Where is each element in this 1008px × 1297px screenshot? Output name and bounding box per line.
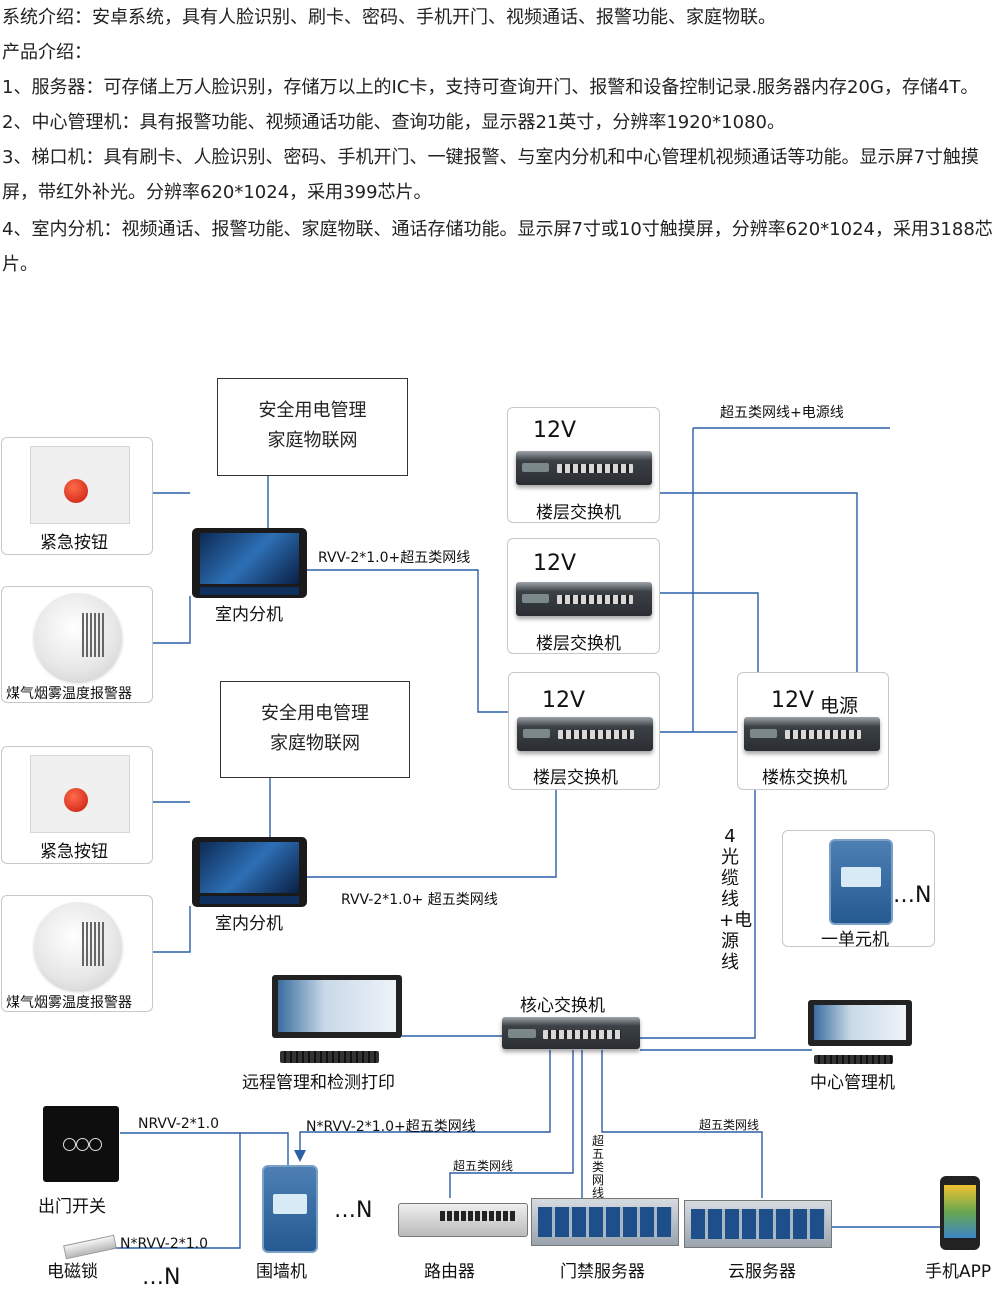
line-core-cloud [601, 1050, 763, 1198]
floor-switch-label: 楼层交换机 [536, 634, 621, 654]
line-core-wall [299, 1050, 551, 1150]
gas-alarm-image [34, 593, 122, 681]
emergency-button-label: 紧急按钮 [40, 842, 108, 862]
top-cable-label: 超五类网线+电源线 [720, 405, 844, 421]
floor-switch-voltage: 12V [542, 688, 586, 713]
iot-box-line2: 家庭物联网 [267, 430, 358, 451]
unit-door-label: 一单元机 [821, 930, 889, 950]
router-label: 路由器 [424, 1262, 475, 1282]
cable-cloud-label: 超五类网线 [699, 1118, 760, 1132]
iot-box-2: 安全用电管理 家庭物联网 [220, 681, 410, 778]
cloud-server-label: 云服务器 [728, 1262, 796, 1282]
emergency-button-image [30, 446, 130, 524]
line-indoor1-floor3 [307, 569, 510, 713]
remote-pc-label: 远程管理和检测打印 [242, 1073, 395, 1093]
emergency-button-card-1: 紧急按钮 [1, 437, 153, 555]
iot-box-line1: 安全用电管理 [258, 400, 367, 421]
unit-door-ellipsis: …N [893, 883, 932, 908]
cable-access-label: 超五类网线 [591, 1134, 604, 1200]
line-indoor2-floor3 [307, 790, 557, 878]
intro-line-product-heading: 产品介绍： [2, 42, 92, 63]
building-switch-power: 电源 [820, 695, 859, 717]
center-pc-image [808, 1000, 912, 1064]
maglock-ellipsis: …N [142, 1265, 181, 1290]
line-floor2-building [660, 592, 759, 672]
line-alarm1-indoor1 [153, 596, 191, 644]
intro-line-server: 1、服务器：可存储上万人脸识别，存储万以上的IC卡，支持可查询开门、报警和设备控… [2, 77, 979, 98]
building-switch-voltage: 12V [771, 688, 815, 713]
unit-door-image [829, 839, 893, 925]
building-switch-card: 12V 电源 楼栋交换机 [737, 672, 889, 790]
wall-unit-image [262, 1165, 318, 1253]
gas-alarm-card-2: 煤气烟雾温度报警器 [1, 895, 153, 1012]
line-floor1-building [660, 492, 858, 672]
wall-unit-ellipsis: …N [334, 1198, 373, 1223]
remote-pc-image [272, 975, 402, 1063]
switch-image [516, 451, 652, 485]
unit-door-card: …N 一单元机 [782, 830, 935, 950]
intro-text: 系统介绍：安卓系统，具有人脸识别、刷卡、密码、手机开门、视频通话、报警功能、家庭… [2, 0, 1006, 282]
floor-switch-card-2: 12V 楼层交换机 [507, 538, 660, 654]
cable-nrvv-label: NRVV-2*1.0 [138, 1116, 219, 1132]
phone-app-label: 手机APP [925, 1262, 992, 1282]
emergency-button-label: 紧急按钮 [40, 533, 108, 553]
iot-box-line2: 家庭物联网 [270, 733, 360, 754]
cable-nrvv-net-label: N*RVV-2*1.0+超五类网线 [306, 1119, 476, 1135]
intro-line-center: 2、中心管理机：具有报警功能、视频通话功能、查询功能，显示器21英寸，分辨率19… [2, 112, 785, 133]
wall-unit-label: 围墙机 [256, 1262, 307, 1282]
line-fiber [640, 790, 756, 1039]
maglock-label: 电磁锁 [47, 1262, 98, 1282]
floor-switch-card-3: 12V 楼层交换机 [508, 672, 660, 790]
fiber-cable-label: 4光缆线+电源线 [719, 826, 753, 973]
center-pc-label: 中心管理机 [810, 1073, 895, 1093]
line-core-router [449, 1050, 574, 1198]
iot-box-line1: 安全用电管理 [261, 703, 369, 724]
line-exit-wall [120, 1132, 289, 1165]
intro-line-door-unit: 3、梯口机：具有刷卡、人脸识别、密码、手机开门、一键报警、与室内分机和中心管理机… [2, 147, 979, 203]
cable-label-1: RVV-2*1.0+超五类网线 [318, 550, 471, 566]
switch-image [744, 717, 880, 751]
iot-box-1: 安全用电管理 家庭物联网 [217, 378, 408, 476]
building-switch-label: 楼栋交换机 [762, 768, 847, 788]
line-alarm2-indoor2 [153, 906, 191, 953]
access-server-image [531, 1198, 679, 1246]
indoor-unit-label-1: 室内分机 [215, 605, 283, 625]
emergency-button-card-2: 紧急按钮 [1, 746, 153, 864]
switch-image [517, 717, 653, 751]
switch-image [516, 582, 652, 616]
cable-maglock-label: N*RVV-2*1.0 [120, 1236, 208, 1252]
phone-app-image [940, 1176, 980, 1250]
gas-alarm-label: 煤气烟雾温度报警器 [6, 686, 132, 702]
exit-switch-image [43, 1106, 119, 1182]
indoor-unit-image-1 [192, 528, 307, 598]
gas-alarm-card-1: 煤气烟雾温度报警器 [1, 586, 153, 703]
emergency-button-image [30, 755, 130, 833]
intro-line-indoor-unit: 4、室内分机：视频通话、报警功能、家庭物联、通话存储功能。显示屏7寸或10寸触摸… [2, 219, 993, 275]
indoor-unit-label-2: 室内分机 [215, 914, 283, 934]
floor-switch-voltage: 12V [533, 418, 577, 443]
floor-switch-card-1: 12V 楼层交换机 [507, 407, 660, 523]
router-image [398, 1203, 528, 1237]
core-switch-image [502, 1017, 640, 1049]
access-server-label: 门禁服务器 [560, 1262, 645, 1282]
exit-switch-label: 出门开关 [38, 1197, 106, 1217]
gas-alarm-image [34, 902, 122, 990]
floor-switch-voltage: 12V [533, 551, 577, 576]
intro-line-system: 系统介绍：安卓系统，具有人脸识别、刷卡、密码、手机开门、视频通话、报警功能、家庭… [2, 7, 776, 28]
line-exit-vertical [110, 1133, 241, 1249]
indoor-unit-image-2 [192, 837, 307, 907]
cable-router-label: 超五类网线 [453, 1159, 514, 1173]
cloud-server-image [684, 1200, 832, 1248]
core-switch-label: 核心交换机 [520, 996, 605, 1016]
arrow-to-wall-unit [294, 1150, 306, 1162]
cable-label-2: RVV-2*1.0+ 超五类网线 [341, 892, 498, 908]
floor-switch-label: 楼层交换机 [533, 768, 618, 788]
floor-switch-label: 楼层交换机 [536, 503, 621, 523]
gas-alarm-label: 煤气烟雾温度报警器 [6, 995, 132, 1011]
